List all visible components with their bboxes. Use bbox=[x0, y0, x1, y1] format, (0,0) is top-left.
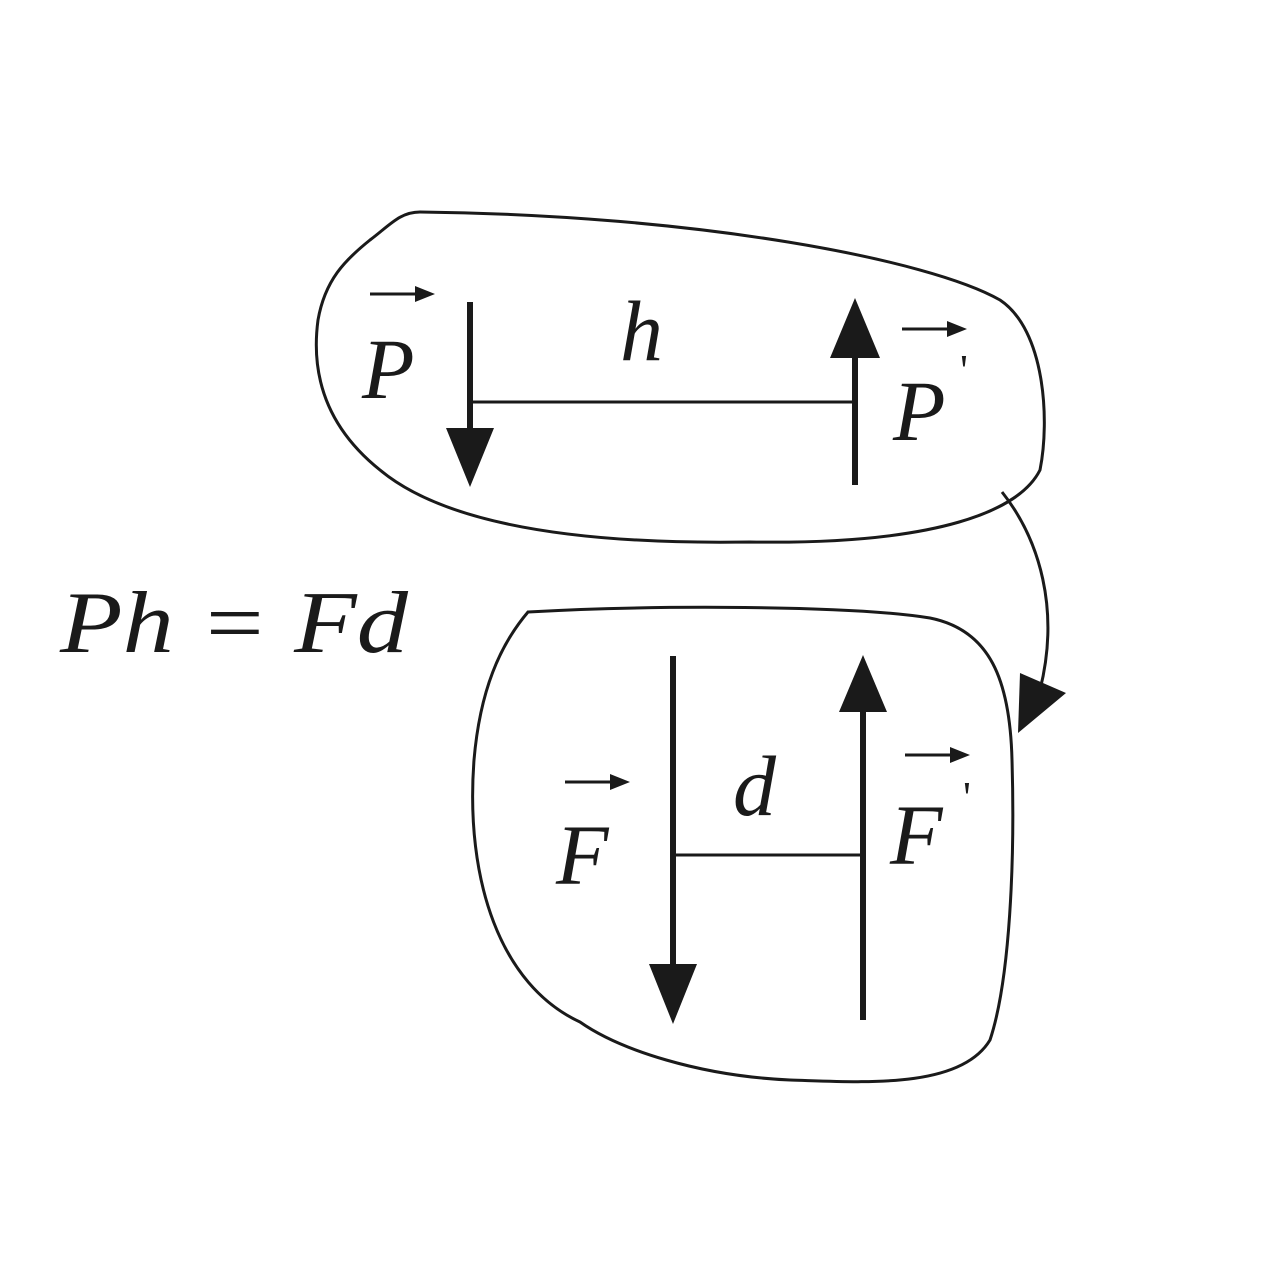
label-p-prime: P ' bbox=[892, 321, 968, 459]
label-f-prime-mark: ' bbox=[963, 773, 971, 822]
bottom-body-outline bbox=[471, 605, 1015, 1084]
equation-ph-equals-fd: Ph = Fd bbox=[59, 575, 409, 672]
label-f-prime: F ' bbox=[889, 747, 971, 883]
label-p-prime-text: P bbox=[892, 363, 946, 459]
label-h: h bbox=[620, 283, 663, 379]
label-f: F bbox=[555, 774, 630, 903]
top-body-outline bbox=[314, 210, 1046, 544]
label-p-prime-mark: ' bbox=[960, 346, 968, 395]
force-p-prime-arrow-head bbox=[830, 298, 880, 358]
transfer-arrow-head bbox=[1018, 673, 1066, 733]
label-p: P bbox=[361, 286, 435, 417]
force-p-arrow-head bbox=[446, 428, 494, 487]
label-p-text: P bbox=[361, 321, 415, 417]
force-f-arrow-head bbox=[649, 964, 697, 1024]
transfer-arrow-curve bbox=[1000, 491, 1050, 691]
label-f-text: F bbox=[555, 807, 610, 903]
label-f-prime-text: F bbox=[889, 787, 944, 883]
force-f-prime-arrow-head bbox=[839, 655, 887, 712]
label-d: d bbox=[733, 738, 777, 834]
